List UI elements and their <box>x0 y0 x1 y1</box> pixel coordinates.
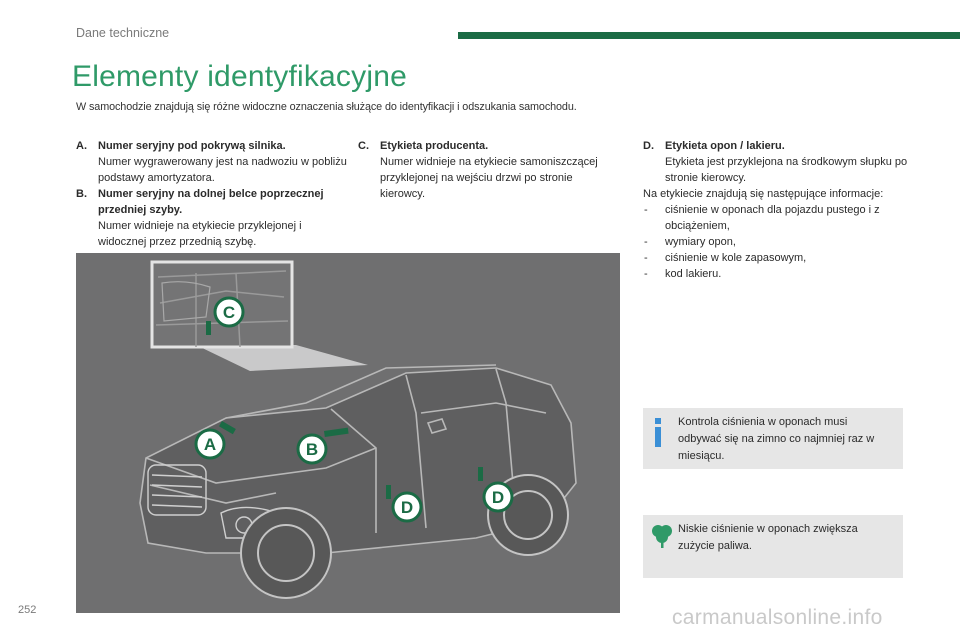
car-illustration: A B C D D <box>76 253 620 613</box>
item-heading: Numer seryjny pod pokrywą silnika. <box>98 140 286 152</box>
item-letter: A. <box>76 140 87 152</box>
item-text: Etykieta jest przyklejona na środkowym s… <box>665 156 908 184</box>
page-title: Elementy identyfikacyjne <box>72 60 407 93</box>
info-icon <box>651 416 665 462</box>
item-letter: C. <box>358 140 369 152</box>
column-a-b: A. Numer seryjny pod pokrywą silnika. Nu… <box>76 138 348 250</box>
list-item: -ciśnienie w kole zapasowym, <box>644 252 807 264</box>
eco-note: Niskie ciśnienie w oponach zwiększa zuży… <box>643 515 903 578</box>
item-b: B. Numer seryjny na dolnej belce poprzec… <box>76 186 348 250</box>
eco-leaf-icon <box>651 523 673 555</box>
item-d: D. Etykieta opon / lakieru. Etykieta jes… <box>643 138 915 186</box>
info-note-text: Kontrola ciśnienia w oponach musi odbywa… <box>678 416 875 462</box>
marker-letter: B <box>306 440 318 459</box>
item-letter: D. <box>643 140 654 152</box>
intro-text: W samochodzie znajdują się różne widoczn… <box>76 101 577 113</box>
header-accent-bar <box>458 32 960 39</box>
label-info-list: -ciśnienie w oponach dla pojazdu pustego… <box>643 202 915 282</box>
item-text: Numer wygrawerowany jest na nadwoziu w p… <box>98 156 347 184</box>
item-text: Numer widnieje na etykiecie samoniszcząc… <box>380 156 598 200</box>
marker-letter: D <box>492 488 504 507</box>
watermark: carmanualsonline.info <box>672 606 883 629</box>
item-a: A. Numer seryjny pod pokrywą silnika. Nu… <box>76 138 348 186</box>
marker-a: A <box>194 428 226 460</box>
marker-d: D <box>482 481 514 513</box>
column-c: C. Etykieta producenta. Numer widnieje n… <box>358 138 620 202</box>
eco-note-text: Niskie ciśnienie w oponach zwiększa zuży… <box>678 523 858 552</box>
page-number: 252 <box>18 604 37 616</box>
marker-b: B <box>296 433 328 465</box>
item-c: C. Etykieta producenta. Numer widnieje n… <box>358 138 620 202</box>
item-text: Numer widnieje na etykiecie przyklejonej… <box>98 220 302 248</box>
list-item: -ciśnienie w oponach dla pojazdu pustego… <box>644 204 880 232</box>
inset-door-detail <box>150 260 294 349</box>
item-heading: Numer seryjny na dolnej belce poprzeczne… <box>98 188 324 216</box>
section-label: Dane techniczne <box>76 26 170 40</box>
info-note: Kontrola ciśnienia w oponach musi odbywa… <box>643 408 903 469</box>
label-info-intro: Na etykiecie znajdują się następujące in… <box>643 188 884 200</box>
item-letter: B. <box>76 188 87 200</box>
marker-letter: A <box>204 435 216 454</box>
item-heading: Etykieta producenta. <box>380 140 489 152</box>
marker-d: D <box>391 491 423 523</box>
item-heading: Etykieta opon / lakieru. <box>665 140 785 152</box>
list-item: -wymiary opon, <box>644 236 736 248</box>
list-item: -kod lakieru. <box>644 268 722 280</box>
column-d: D. Etykieta opon / lakieru. Etykieta jes… <box>643 138 915 282</box>
marker-letter: C <box>223 303 235 322</box>
marker-letter: D <box>401 498 413 517</box>
marker-c: C <box>213 296 245 328</box>
marker-layer: A B C D D <box>194 296 514 523</box>
